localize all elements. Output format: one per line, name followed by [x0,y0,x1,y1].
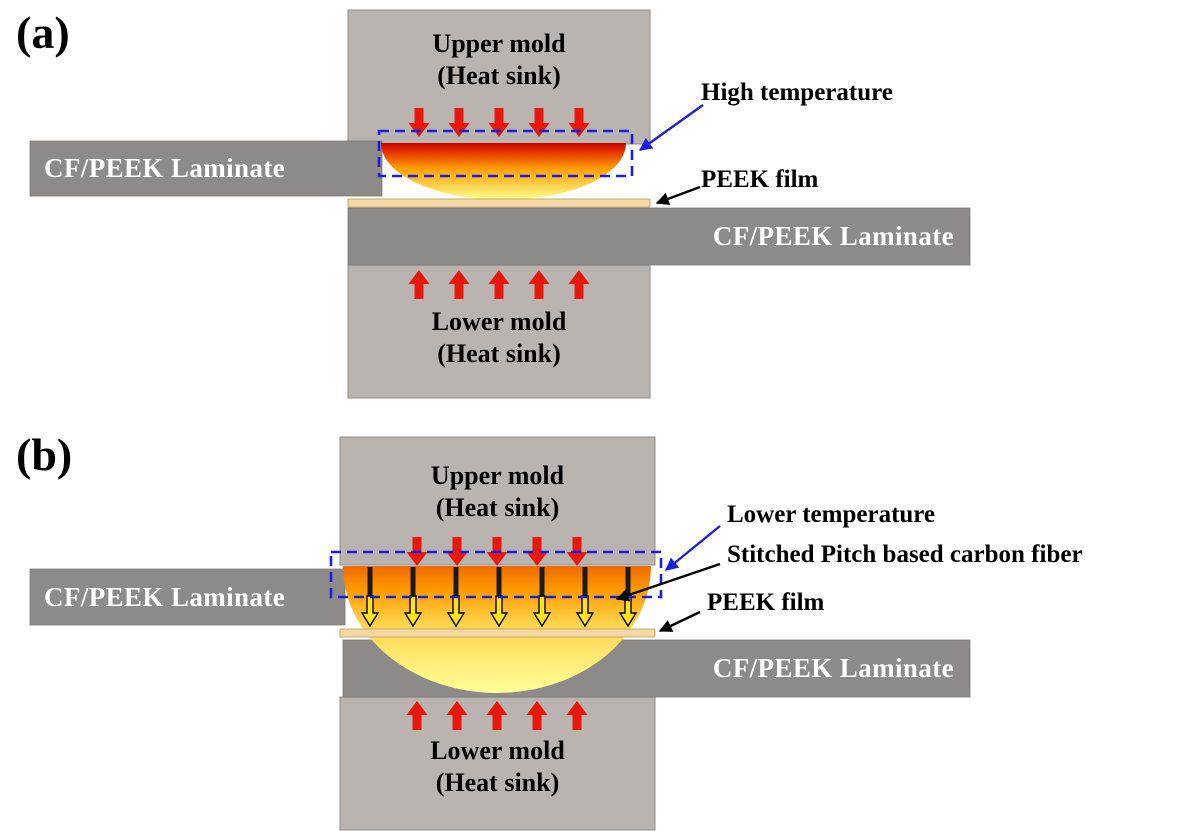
stitch-fiber-icon [582,567,588,617]
right-laminate-a-label: CF/PEEK Laminate [712,221,954,251]
upper-mold-b-line1: Upper mold [430,461,565,490]
lower-mold-b-line1: Lower mold [430,736,565,765]
lower-mold-b-label: Lower mold (Heat sink) [340,735,655,798]
right-laminate-b-label: CF/PEEK Laminate [712,653,954,683]
upper-mold-b-line2: (Heat sink) [435,492,560,522]
high-temp-dashed-box [377,129,634,178]
peek-film-pointer-b-icon [658,610,701,633]
stitch-fiber-icon [539,567,545,617]
left-laminate-a-label: CF/PEEK Laminate [44,153,286,183]
peek-film-a-label: PEEK film [701,166,819,193]
stitch-fiber-icon [367,567,373,617]
high-temperature-label: High temperature [701,79,893,106]
peek-film-b [339,628,656,638]
upper-mold-a-line1: Upper mold [432,29,566,58]
lower-mold-b-line2: (Heat sink) [435,767,560,797]
stitched-fiber-pointer-icon [615,562,721,602]
upper-mold-b-label: Upper mold (Heat sink) [340,460,655,523]
peek-film-pointer-a-icon [655,185,701,206]
left-laminate-b-label: CF/PEEK Laminate [44,582,286,612]
panel-b-label: (b) [16,429,73,480]
stitched-fiber-label: Stitched Pitch based carbon fiber [727,541,1083,568]
lower-temp-dashed-box [329,550,663,599]
peek-film-b-label: PEEK film [707,589,825,616]
stitch-fiber-icon [410,567,416,617]
stitch-fiber-icon [496,567,502,617]
left-laminate-b [29,568,346,626]
right-laminate-a [347,207,971,266]
lower-mold-a-line1: Lower mold [431,307,567,336]
upper-mold-a-label: Upper mold (Heat sink) [348,28,650,91]
high-temp-pointer-icon [638,104,704,151]
peek-film-a [347,198,651,208]
stitch-fiber-icon [453,567,459,617]
upper-mold-a-line2: (Heat sink) [437,60,561,90]
hot-zone-a [381,143,626,200]
lower-temp-pointer-icon [664,525,721,571]
lower-mold-a-line2: (Heat sink) [437,338,561,368]
lower-temperature-label: Lower temperature [727,501,936,528]
lower-mold-a-label: Lower mold (Heat sink) [348,306,650,369]
panel-a-label: (a) [16,7,70,58]
left-laminate-a [29,140,383,197]
